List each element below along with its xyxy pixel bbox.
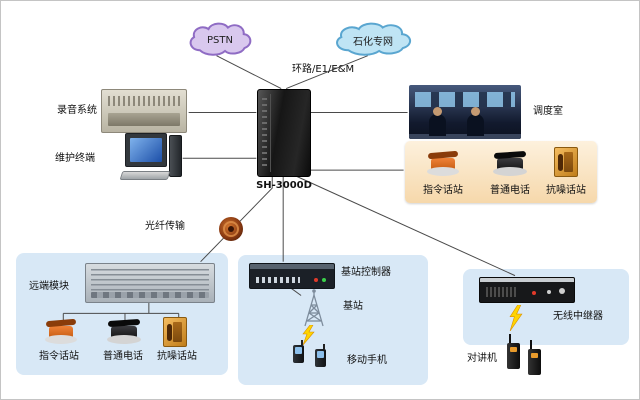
noiseproof-phone-icon — [554, 147, 578, 177]
pstn-cloud-label: PSTN — [207, 34, 233, 46]
walkie-talkie-icon — [507, 334, 520, 369]
walkie-talkie-label: 对讲机 — [467, 353, 497, 364]
sh3000d-cabinet — [257, 89, 311, 177]
lightning-icon — [302, 325, 315, 345]
pstn-cloud: PSTN — [184, 21, 256, 59]
terminal-keyboard-icon — [119, 171, 171, 180]
command-phone-icon — [45, 326, 77, 344]
command-phone-label: 指令话站 — [423, 185, 463, 196]
operator-silhouette — [429, 107, 446, 136]
base-station-controller-device — [249, 263, 335, 289]
base-station-tower-icon — [304, 289, 324, 327]
petro-cloud-label: 石化专网 — [353, 36, 393, 48]
operator-silhouette — [467, 107, 484, 136]
desk-phone-label: 普通电话 — [103, 351, 143, 362]
command-phone-icon — [427, 158, 459, 176]
noiseproof-phone-icon — [163, 317, 187, 347]
console-screens — [415, 92, 515, 107]
bsc-label: 基站控制器 — [341, 267, 391, 278]
mobile-phone-icon — [293, 340, 304, 363]
desk-phone-label: 普通电话 — [490, 185, 530, 196]
recording-system-device — [101, 89, 187, 133]
command-phone-label: 指令话站 — [39, 351, 79, 362]
lightning-icon — [509, 305, 523, 331]
remote-module-rack — [85, 263, 215, 303]
base-station-label: 基站 — [343, 301, 363, 312]
fiber-label: 光纤传输 — [145, 221, 185, 232]
petro-network-cloud: 石化专网 — [329, 21, 417, 59]
walkie-talkie-icon — [528, 340, 541, 375]
mobile-phone-label: 移动手机 — [347, 355, 387, 366]
wireless-repeater-device — [479, 277, 575, 303]
noiseproof-phone-label: 抗噪话站 — [546, 185, 586, 196]
terminal-monitor-icon — [125, 133, 167, 167]
noiseproof-phone-label: 抗噪话站 — [157, 351, 197, 362]
recording-system-label: 录音系统 — [57, 105, 97, 116]
desk-phone-icon — [107, 326, 141, 344]
trunk-label: 环路/E1/E&M — [292, 64, 355, 75]
desk-phone-icon — [493, 158, 527, 176]
mobile-phone-icon — [315, 344, 326, 367]
cabinet-label: SH-3000D — [256, 180, 312, 191]
maintenance-terminal-label: 维护终端 — [55, 153, 95, 164]
terminal-pc-tower-icon — [169, 135, 182, 177]
console-desk — [409, 134, 521, 139]
dispatch-room-label: 调度室 — [533, 106, 563, 117]
cloud-icon — [329, 21, 417, 59]
dispatch-room-photo — [409, 85, 521, 139]
fiber-coil-icon — [219, 217, 243, 241]
remote-module-label: 远端模块 — [29, 281, 69, 292]
repeater-label: 无线中继器 — [553, 311, 603, 322]
cloud-icon — [184, 21, 256, 59]
